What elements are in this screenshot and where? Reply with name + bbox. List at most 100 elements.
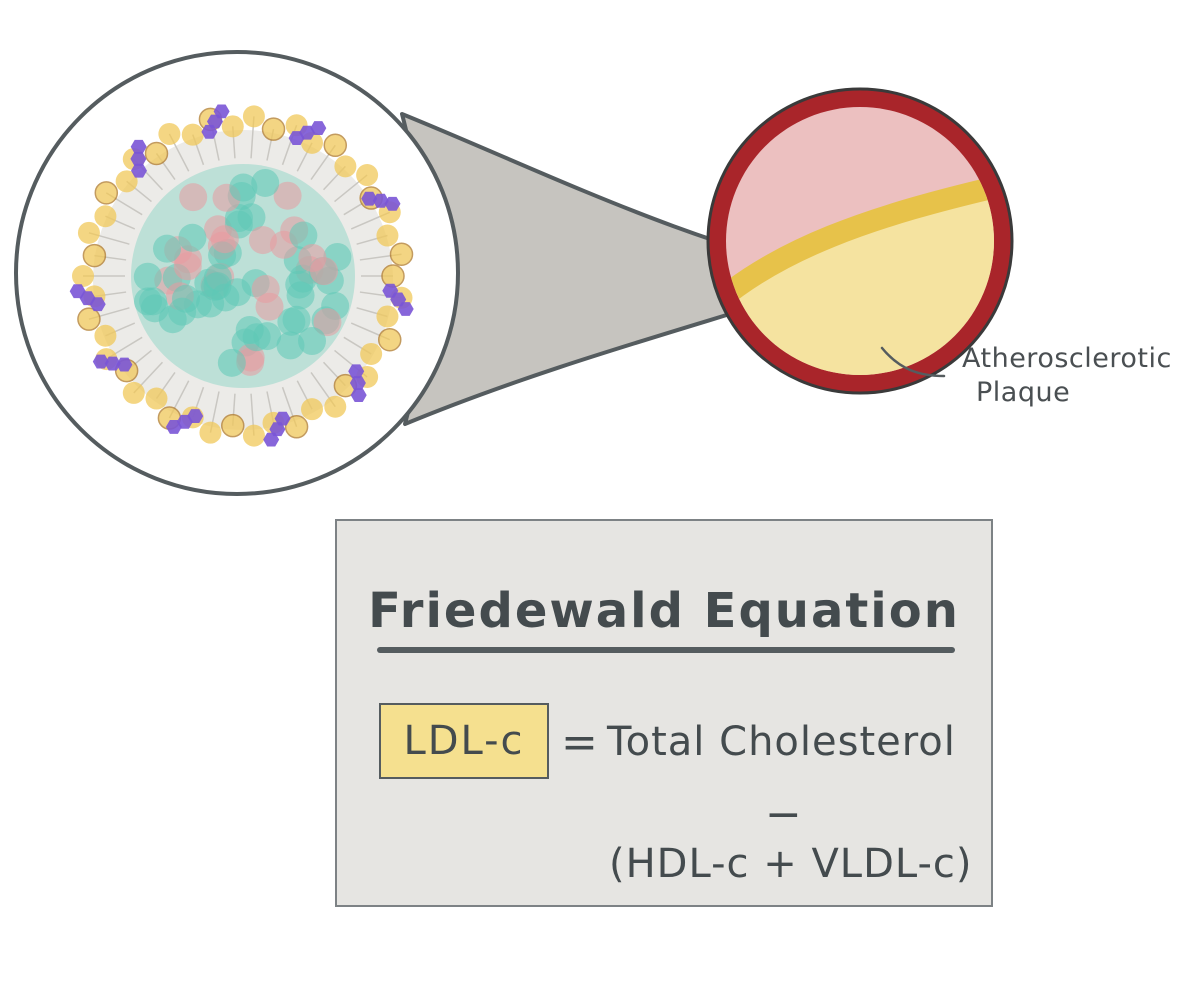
phospholipid-head [181,123,204,146]
phospholipid-head [389,242,414,266]
core-lipid [152,234,181,263]
core-lipid [196,289,225,318]
core-lipid [178,223,207,252]
equation-box: Friedewald Equation LDL-c = Total Choles… [335,519,993,907]
apolipoprotein-unit [131,163,147,178]
apolipoprotein [348,364,367,402]
apolipoprotein-unit [349,376,366,390]
apolipoprotein-unit [130,152,147,166]
phospholipid-head [381,264,405,288]
core-lipid [179,183,208,212]
apolipoprotein [165,409,204,434]
apolipoprotein [263,411,291,447]
apolipoprotein-unit [350,388,367,402]
apolipoprotein-strands [69,104,414,447]
core-lipid [133,262,162,291]
phospholipid-head [376,305,399,328]
core-lipid [251,275,280,304]
ldl-c-label: LDL-c [403,718,525,764]
core-lipid [286,281,315,310]
phospholipid-head [242,105,265,128]
core-lipid [235,315,264,344]
apolipoprotein [382,283,414,316]
total-cholesterol-term: Total Cholesterol [607,719,956,765]
phospholipid-head [158,122,181,145]
core-lipid [276,331,305,360]
phospholipid-head [94,324,117,347]
core-lipid [313,308,342,337]
phospholipid-head [145,387,168,410]
core-lipid [298,327,327,356]
apolipoprotein-unit [263,432,280,447]
core-lipid [140,294,169,323]
lipid-core [133,168,352,377]
apolipoprotein [130,139,147,178]
apolipoprotein-unit [348,364,365,379]
apolipoprotein-unit [384,196,401,211]
hdl-vldl-term: (HDL-c + VLDL-c) [609,841,973,887]
core-lipid [282,305,311,334]
apolipoprotein [288,121,327,145]
core-lipid [298,243,327,272]
phospholipid-shell [72,105,414,447]
apolipoprotein-unit [116,357,133,372]
ldl-c-highlight: LDL-c [379,703,549,779]
core-lipid [251,168,280,197]
core-lipid [168,297,197,326]
apolipoprotein-unit [69,284,86,299]
apolipoprotein-unit [165,420,182,434]
apolipoprotein-unit [104,356,121,371]
phospholipid-head [199,421,222,444]
apolipoprotein-unit [397,302,414,316]
apolipoprotein-unit [130,139,147,154]
phospholipid-head [94,205,117,228]
core-lipid [210,225,239,254]
apolipoprotein [201,104,230,139]
equation-title: Friedewald Equation [368,583,960,639]
core-lipid [224,204,253,233]
phospholipid-head [334,155,357,178]
phospholipid-head [221,413,245,438]
core-lipid [229,173,258,202]
ldl-particle-icon [14,50,460,496]
plaque-annotation-line1: Atherosclerotic [962,343,1172,374]
core-lipid [173,252,202,281]
apolipoprotein [92,354,133,372]
phospholipid-head [72,265,94,287]
title-underline [377,647,955,653]
phospholipid-head [378,327,402,352]
plaque-annotation-line2: Plaque [976,377,1071,408]
phospholipid-head [221,115,244,138]
phospholipid-head [261,117,286,141]
phospholipid-head [82,243,107,268]
minus-sign: − [765,789,802,840]
core-lipid [248,226,277,255]
core-lipid [217,348,246,377]
phospholipid-head [94,181,119,205]
apolipoprotein-unit [274,411,291,426]
phospholipid-head [144,141,169,166]
apolipoprotein-unit [269,422,286,437]
phospholipid-head [115,170,138,193]
apolipoprotein-unit [213,104,230,119]
phospholipid-head [356,164,379,187]
phospholipid-head [77,307,101,331]
plaque-annotation: Atherosclerotic Plaque [962,342,1172,410]
phospholipid-head [122,381,145,404]
artery-cross-section-icon [706,87,1014,395]
equals-sign: = [561,717,598,768]
apolipoprotein [69,284,106,312]
core-lipid [273,181,302,210]
phospholipid-head [284,415,309,439]
annotation-pointer [880,346,946,378]
apolipoprotein-unit [361,191,378,206]
apolipoprotein-unit [92,354,109,369]
apolipoprotein-unit [310,121,327,135]
core-lipid [289,221,318,250]
phospholipid-head [301,398,324,421]
phospholipid-head [376,224,399,247]
phospholipid-head [323,133,348,158]
phospholipid-head [242,424,265,447]
phospholipid-head [360,342,383,365]
